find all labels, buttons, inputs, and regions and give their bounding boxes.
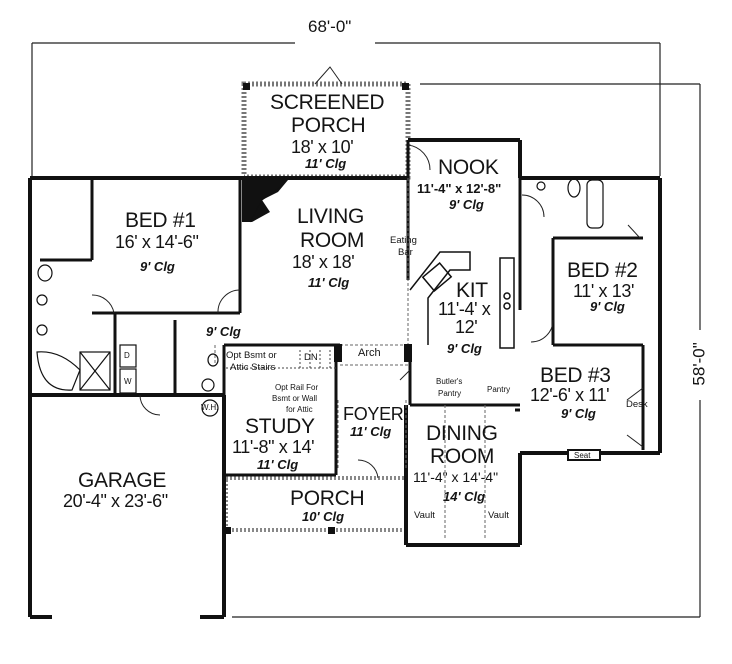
fireplace [242, 180, 288, 222]
door-swings [91, 144, 644, 479]
room-size: 11'-8" x 14' [232, 437, 315, 457]
note-text: Pantry [438, 389, 462, 398]
room-size: 16' x 14'-6" [115, 232, 199, 252]
room-ceiling: 11' Clg [257, 457, 299, 472]
hall-ceiling: 9' Clg [206, 324, 241, 339]
room-name: DINING [426, 422, 498, 445]
room-name: BED #1 [125, 209, 196, 232]
room-name: BED #3 [540, 364, 611, 387]
room-size: 20'-4" x 23'-6" [63, 491, 168, 511]
overall-width-dimension: 68'-0" [308, 17, 352, 36]
room-ceiling: 9' Clg [449, 197, 484, 212]
pantry-label: Pantry [487, 385, 511, 394]
kitchen-counters [409, 251, 515, 349]
room-size: 11' x 13' [573, 281, 634, 301]
room-ceiling: 11' Clg [350, 424, 392, 439]
room-name: NOOK [438, 156, 499, 179]
room-name: PORCH [291, 114, 366, 137]
room-name: KIT [456, 279, 488, 302]
dryer-label: D [124, 351, 130, 360]
room-size: 18' x 18' [292, 252, 355, 272]
room-ceiling: 9' Clg [590, 299, 625, 314]
window-seat [567, 449, 601, 461]
interior-walls [40, 140, 645, 477]
note-text: Bar [398, 247, 413, 258]
room-ceiling: 9' Clg [140, 259, 175, 274]
room-ceiling: 11' Clg [305, 156, 347, 171]
note-text: Opt Rail For [275, 383, 319, 392]
dimension-lines [31, 42, 701, 618]
overall-depth-dimension: 58'-0" [689, 342, 709, 386]
note-text: Opt Bsmt or [226, 350, 277, 361]
room-name: ROOM [430, 445, 495, 468]
desk-label: Desk [626, 399, 648, 410]
room-name: STUDY [245, 415, 315, 438]
water-heater-label: W.H. [201, 403, 219, 412]
room-name: LIVING [297, 205, 365, 228]
stairs-down-label: DN [304, 352, 318, 363]
room-ceiling: 14' Clg [443, 489, 486, 504]
note-text: for Attic [286, 405, 313, 414]
vault-right-label: Vault [488, 510, 509, 521]
note-text: Bsmt or Wall [272, 394, 318, 403]
room-size: 11'-4" x 14'-4" [413, 469, 499, 485]
room-ceiling: 10' Clg [302, 509, 345, 524]
room-size: 12' [455, 317, 478, 337]
note-text: Butler's [436, 377, 463, 386]
room-name: BED #2 [567, 259, 638, 282]
room-name: PORCH [290, 487, 365, 510]
room-name: ROOM [300, 229, 365, 252]
seat-label: Seat [574, 451, 591, 460]
room-ceiling: 11' Clg [308, 275, 350, 290]
room-ceiling: 9' Clg [447, 341, 482, 356]
dashed-openings [214, 178, 486, 540]
bath-fixtures [36, 178, 604, 417]
washer-label: W [124, 377, 132, 386]
note-text: Eating [390, 235, 417, 246]
room-size: 12'-6' x 11' [530, 385, 610, 405]
note-text: Attic Stairs [230, 362, 276, 373]
room-size: 11'-4" x 12'-8" [417, 181, 502, 196]
arch-label: Arch [358, 347, 381, 359]
room-name: SCREENED [270, 91, 385, 114]
room-ceiling: 9' Clg [561, 406, 596, 421]
room-name: FOYER [343, 404, 404, 424]
vault-left-label: Vault [414, 510, 435, 521]
room-size: 11'-4' x [438, 299, 491, 319]
room-name: GARAGE [78, 469, 167, 492]
screened-porch-outline [241, 81, 411, 180]
stairs [226, 350, 336, 369]
room-size: 18' x 10' [291, 137, 354, 157]
